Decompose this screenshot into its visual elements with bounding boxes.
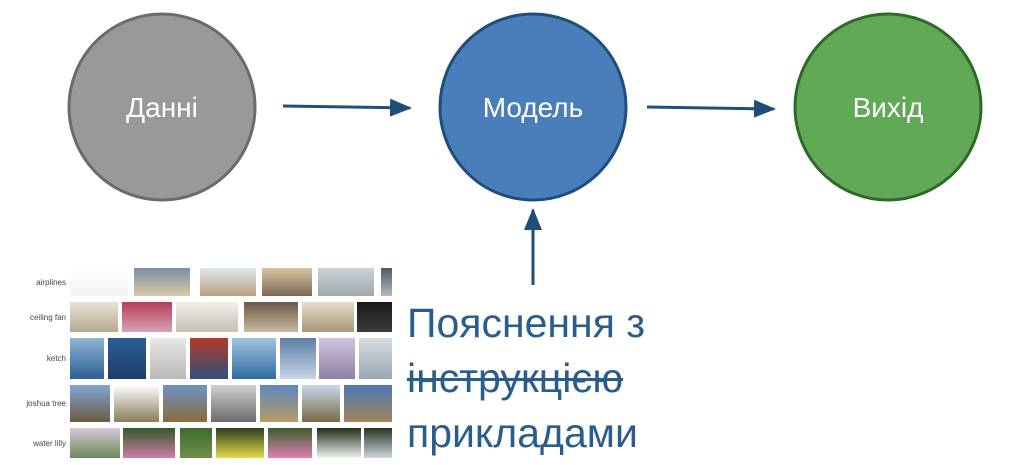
node-data: Данні — [67, 12, 257, 202]
example-photo — [70, 268, 128, 296]
image-grid-row: joshua tree — [18, 383, 394, 424]
example-photo — [180, 428, 212, 458]
example-photo — [70, 385, 110, 422]
node-model-label: Модель — [483, 92, 584, 123]
example-photo — [123, 428, 175, 458]
example-photo — [262, 268, 312, 296]
example-photo — [211, 385, 256, 422]
example-photo — [232, 338, 276, 379]
example-photo — [319, 338, 355, 379]
explanation-caption: Пояснення з інструкцією прикладами — [407, 296, 645, 461]
caption-line-2-struck: інструкцією — [407, 355, 624, 401]
image-grid-thumbnails — [70, 383, 392, 424]
image-grid-thumbnails — [70, 336, 392, 381]
example-photo — [122, 302, 172, 332]
node-output: Вихід — [793, 12, 983, 202]
example-photo — [344, 385, 392, 422]
image-grid-thumbnails — [70, 266, 392, 298]
example-photo — [318, 268, 374, 296]
example-photo — [359, 338, 392, 379]
example-photo — [216, 428, 264, 458]
example-photo — [357, 302, 392, 332]
arrow-model-to-output — [646, 99, 776, 118]
example-photo — [70, 428, 120, 458]
caption-line-1: Пояснення з — [407, 300, 646, 346]
image-grid-row-label: water lilly — [33, 438, 66, 448]
example-photo — [70, 338, 104, 379]
example-photo — [190, 338, 228, 379]
image-grid-thumbnails — [70, 300, 392, 334]
example-photo — [114, 385, 159, 422]
node-output-circle — [793, 12, 983, 202]
example-photo — [381, 268, 392, 296]
node-data-label: Данні — [126, 92, 198, 123]
example-photo — [364, 428, 392, 458]
node-output-label: Вихід — [853, 92, 924, 123]
example-photo — [317, 428, 361, 458]
node-model: Модель — [438, 12, 628, 202]
example-image-grid: airplines ceiling fan ketch joshua tree wate… — [18, 266, 394, 462]
example-photo — [280, 338, 316, 379]
image-grid-row-label: ketch — [46, 354, 66, 363]
example-photo — [70, 302, 118, 332]
arrow-data-to-model — [282, 98, 412, 117]
image-grid-row: water lilly — [18, 426, 394, 460]
image-grid-row-label: ceiling fan — [29, 312, 66, 322]
example-photo — [150, 338, 186, 379]
node-data-circle — [67, 12, 257, 202]
example-photo — [302, 385, 340, 422]
caption-line-3: прикладами — [407, 410, 638, 456]
example-photo — [108, 338, 146, 379]
example-photo — [244, 302, 298, 332]
example-photo — [302, 302, 354, 332]
image-grid-row: ceiling fan — [18, 300, 394, 334]
image-grid-row-label: airplines — [36, 277, 66, 287]
example-photo — [200, 268, 256, 296]
node-model-circle — [438, 12, 628, 202]
example-photo — [176, 302, 238, 332]
example-photo — [268, 428, 312, 458]
example-photo — [260, 385, 298, 422]
image-grid-row-label: joshua tree — [26, 399, 66, 408]
image-grid-thumbnails — [70, 426, 392, 460]
example-photo — [163, 385, 207, 422]
image-grid-row: ketch — [18, 336, 394, 381]
image-grid-row: airplines — [18, 266, 394, 298]
example-photo — [134, 268, 190, 296]
